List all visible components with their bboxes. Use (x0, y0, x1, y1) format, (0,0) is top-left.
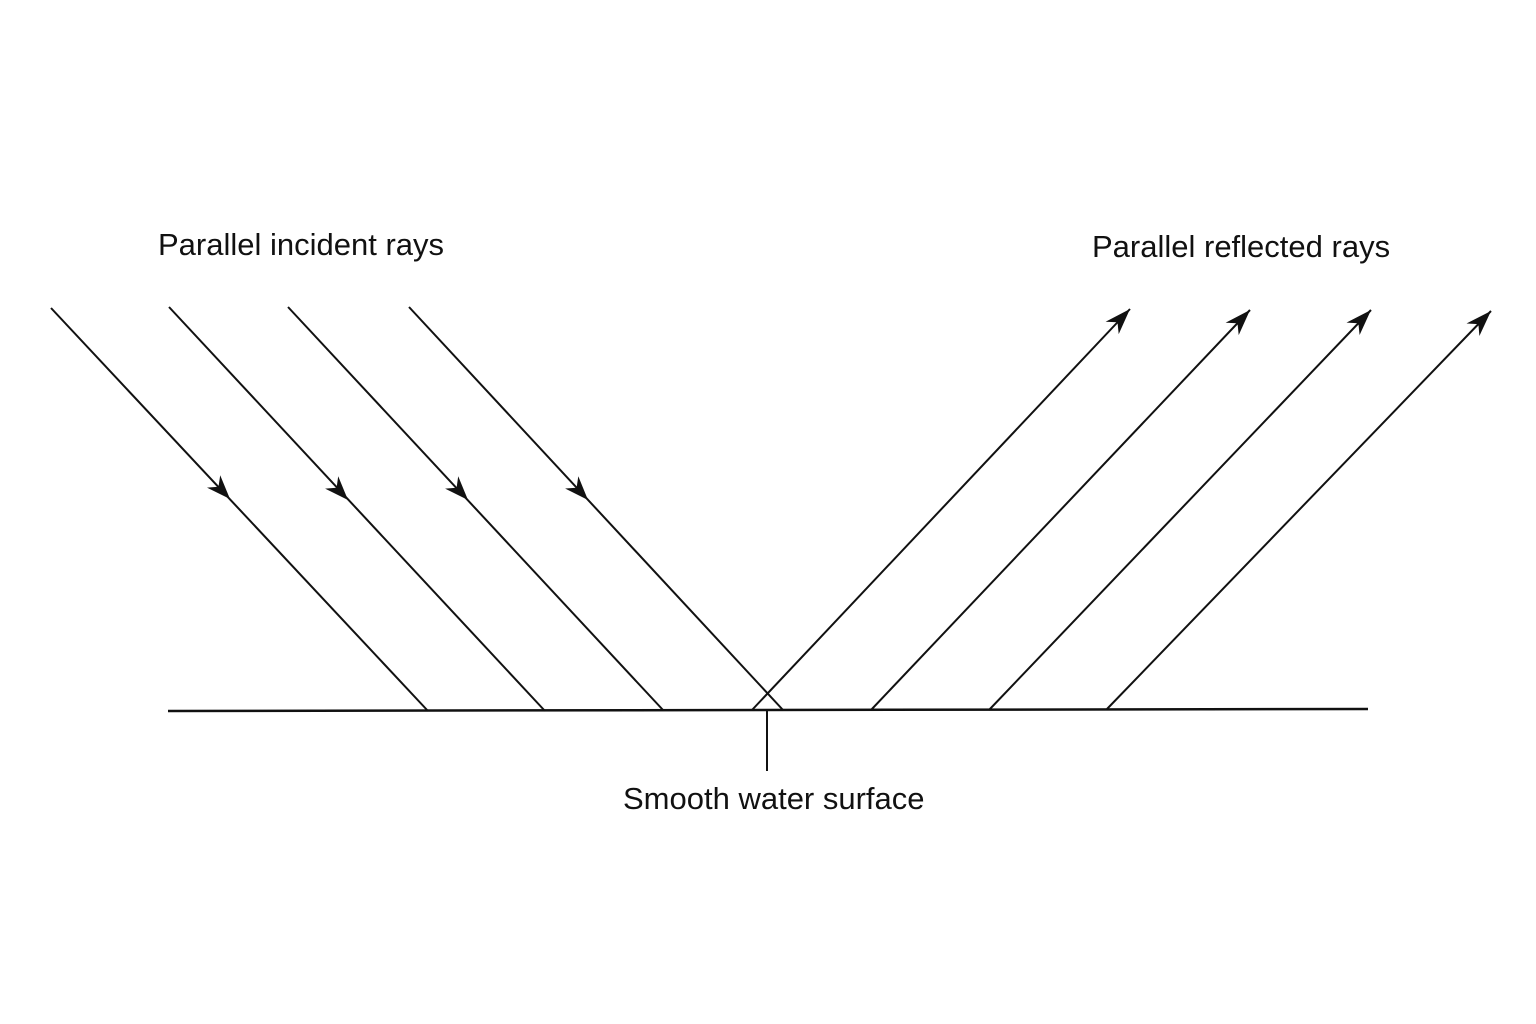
reflected-rays-group (751, 308, 1492, 711)
incident-ray-arrowhead (445, 476, 468, 500)
incident-ray (287, 306, 664, 711)
reflected-ray-arrowhead (1466, 311, 1491, 336)
incident-ray (168, 306, 546, 712)
incident-ray-arrowhead (565, 476, 588, 500)
reflected-ray (751, 308, 1131, 711)
incident-rays-label: Parallel incident rays (158, 227, 445, 262)
incident-ray-arrowhead (325, 476, 348, 500)
incident-rays-group (50, 306, 784, 712)
reflected-rays-label: Parallel reflected rays (1092, 229, 1391, 264)
reflected-ray-arrowhead (1225, 310, 1250, 336)
reflected-ray (870, 309, 1251, 711)
water-surface-group (167, 707, 1369, 771)
reflected-ray-arrowhead (1105, 309, 1130, 335)
incident-ray (50, 307, 429, 712)
reflected-ray-arrowhead (1346, 310, 1371, 335)
reflected-ray (1106, 310, 1492, 710)
incident-ray (408, 306, 784, 711)
water-surface-label: Smooth water surface (623, 781, 925, 816)
incident-ray-arrowhead (207, 475, 230, 499)
reflected-ray (988, 309, 1372, 711)
